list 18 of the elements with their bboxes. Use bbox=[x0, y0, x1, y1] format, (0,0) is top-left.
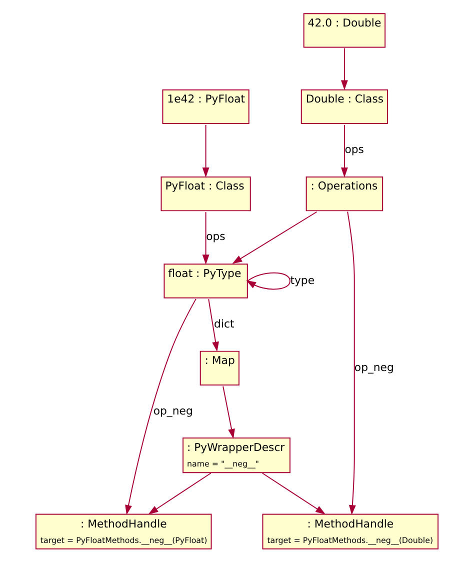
arrow bbox=[262, 472, 326, 514]
arrow bbox=[222, 386, 235, 439]
arrow bbox=[202, 124, 210, 178]
arrow bbox=[202, 212, 210, 265]
edge-label: op_neg bbox=[354, 360, 394, 374]
arrow bbox=[208, 298, 219, 352]
edge-label: op_neg bbox=[153, 404, 193, 418]
edge-label: ops bbox=[206, 230, 226, 244]
arrow bbox=[148, 472, 212, 514]
edge-label: dict bbox=[214, 317, 234, 330]
arrow bbox=[347, 211, 356, 515]
arrow bbox=[340, 124, 348, 178]
arrow bbox=[340, 48, 348, 90]
arrow bbox=[125, 298, 196, 515]
edge-label: ops bbox=[344, 143, 364, 156]
edge-label: type bbox=[290, 274, 315, 287]
arrow bbox=[246, 272, 290, 290]
arrow bbox=[232, 211, 318, 264]
